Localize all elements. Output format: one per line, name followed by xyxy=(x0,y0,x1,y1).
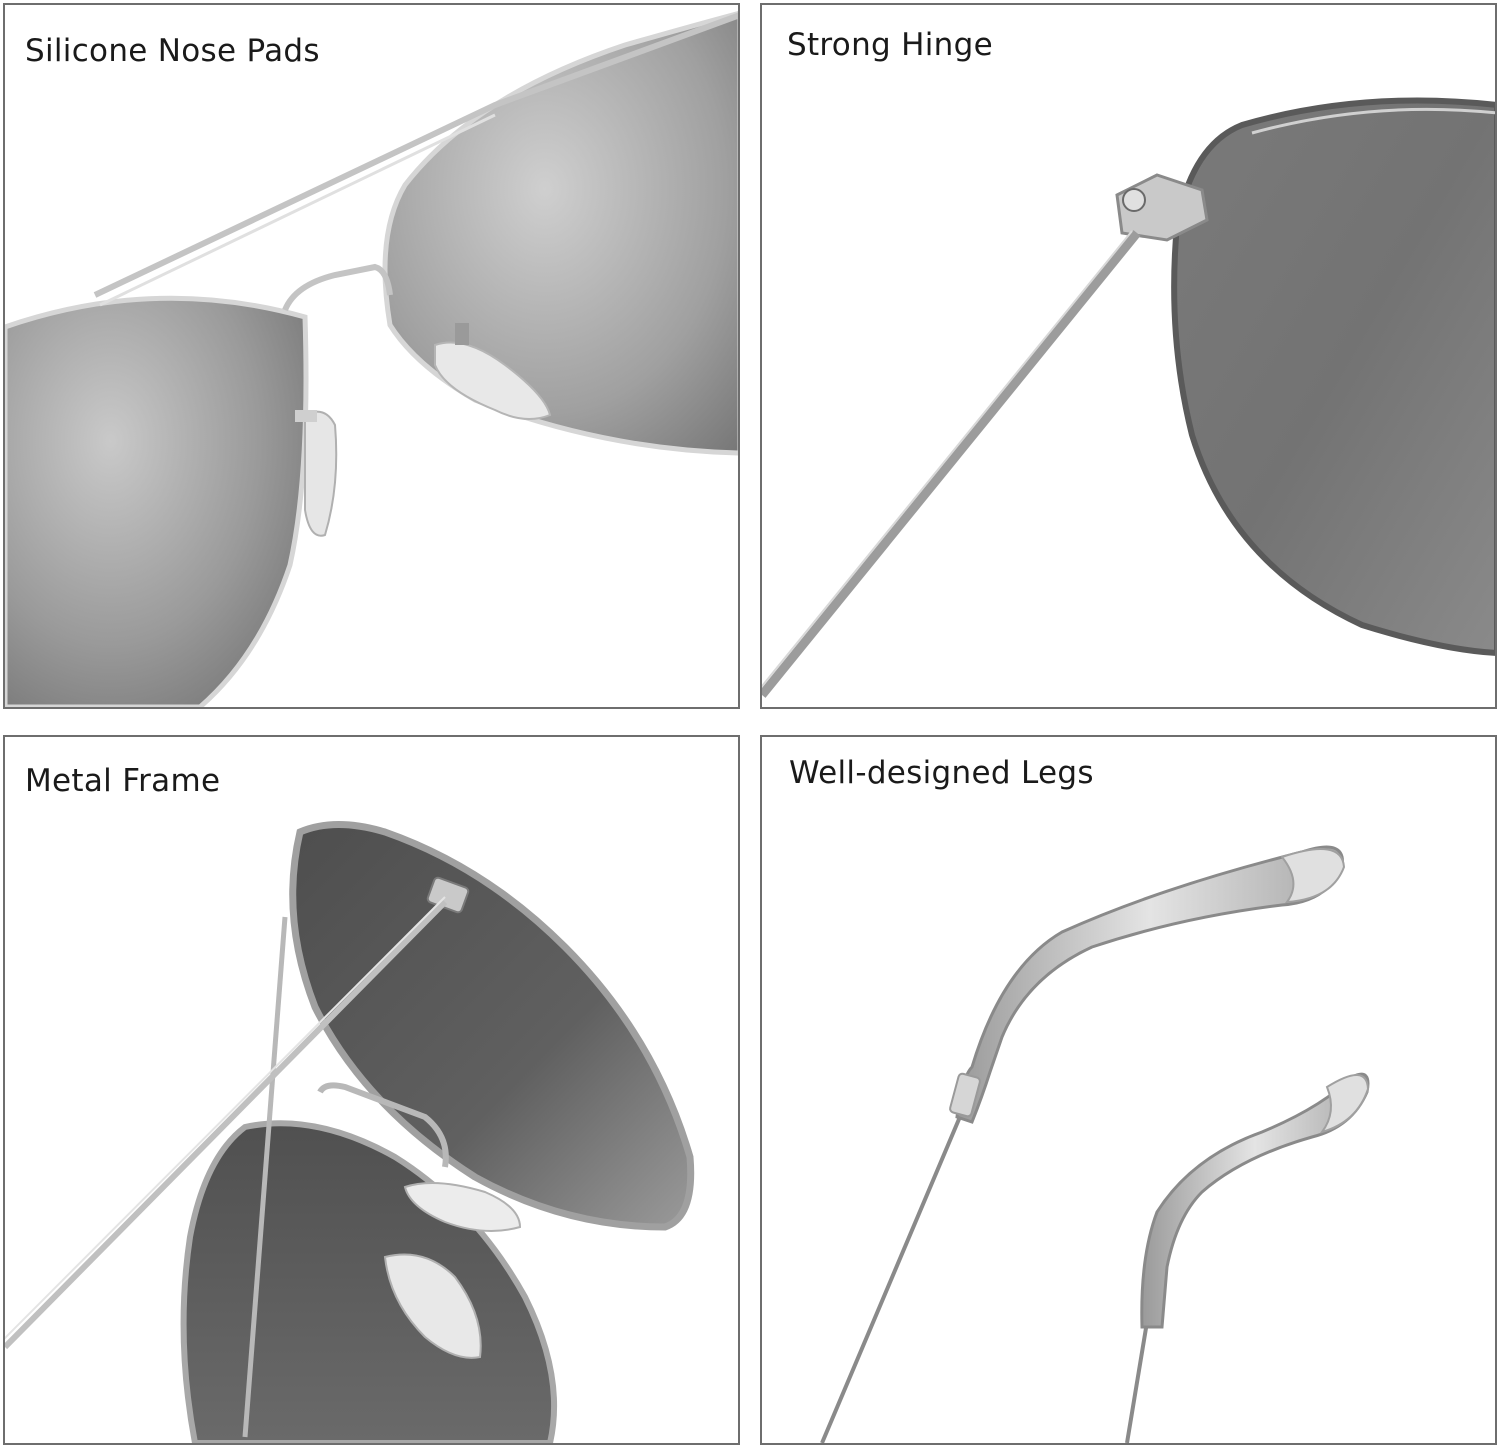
hinge-screw xyxy=(1122,188,1146,212)
panel-well-designed-legs: Well-designed Legs xyxy=(760,735,1497,1445)
hinge-photo xyxy=(762,97,1495,698)
nose-pad-upper xyxy=(403,1182,522,1232)
lower-lens xyxy=(180,1120,558,1443)
panel-strong-hinge: Strong Hinge xyxy=(760,3,1497,709)
caption-strong-hinge: Strong Hinge xyxy=(787,27,993,63)
top-bar xyxy=(93,12,738,298)
caption-metal-frame: Metal Frame xyxy=(25,763,221,799)
bridge xyxy=(317,1082,449,1168)
nose-pad-right xyxy=(434,341,552,420)
ear-tip-2 xyxy=(1319,1074,1370,1134)
right-lens xyxy=(382,10,738,456)
caption-well-designed-legs: Well-designed Legs xyxy=(789,755,1094,791)
panel-silicone-nose-pads: Silicone Nose Pads xyxy=(3,3,740,709)
temple-leg-2 xyxy=(1125,1072,1370,1443)
left-lens xyxy=(5,295,309,707)
temple-leg-1 xyxy=(820,845,1346,1443)
panel-metal-frame: Metal Frame xyxy=(3,735,740,1445)
temple-arm xyxy=(5,899,448,1350)
lens xyxy=(1171,97,1495,656)
temple-arm xyxy=(762,230,1141,698)
caption-silicone-nose-pads: Silicone Nose Pads xyxy=(25,33,320,69)
nose-pad-lower xyxy=(383,1253,482,1359)
nose-pads-photo xyxy=(5,10,738,707)
nose-pad-left xyxy=(304,410,338,537)
ear-tip-1 xyxy=(1280,848,1346,904)
temple-legs-photo xyxy=(820,845,1370,1443)
metal-frame-photo xyxy=(5,821,695,1443)
bridge xyxy=(282,263,393,312)
